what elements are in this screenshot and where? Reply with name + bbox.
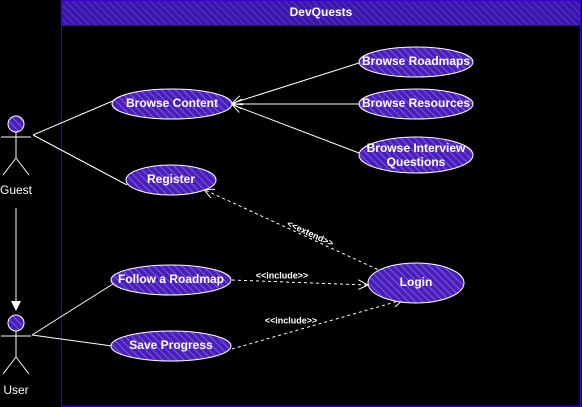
guest-register-association [32,134,128,186]
actor-right-leg [15,356,30,375]
system-title-bar [60,0,582,27]
use-case-login[interactable]: Login [367,262,465,304]
include-follow-relation [231,279,367,285]
system-boundary: DevQuests [60,0,582,407]
actor-guest[interactable] [1,115,31,176]
use-case-label: Browse Content [126,96,218,110]
extend-label: <<extend>> [285,218,335,248]
guest-browse-content-association [32,99,116,136]
use-case-label: Login [400,275,433,289]
use-case-label: Register [147,172,195,186]
use-case-label: Browse Roadmaps [362,54,470,68]
actor-left-leg [2,356,17,375]
use-case-browse-roadmaps[interactable]: Browse Roadmaps [358,46,474,78]
use-case-browse-resources[interactable]: Browse Resources [358,88,474,120]
roadmaps-generalization [233,62,360,103]
user-follow-roadmap-association [31,281,117,336]
include-follow-label: <<include>> [256,270,309,280]
use-case-browse-content[interactable]: Browse Content [111,88,233,120]
system-title: DevQuests [290,5,353,19]
use-case-label-line1: Browse Interview [367,141,466,155]
associations [31,99,128,347]
use-case-label: Save Progress [129,338,213,352]
use-case-label-line2: Questions [387,155,446,169]
use-case-browse-interview-questions[interactable]: Browse Interview Questions [358,136,474,174]
user-save-progress-association [31,334,113,347]
dashed-relations [205,190,402,350]
use-case-label: Follow a Roadmap [118,272,224,286]
use-case-save-progress[interactable]: Save Progress [110,330,232,362]
include-save-label: <<include>> [265,315,318,325]
actor-head [7,115,25,133]
interview-questions-generalization [233,105,360,154]
extend-relation [205,190,384,273]
actor-user-label: User [3,383,28,397]
browse-generalizations [233,62,360,154]
use-case-follow-roadmap[interactable]: Follow a Roadmap [110,264,232,296]
actor-guest-label: Guest [0,183,33,197]
use-case-register[interactable]: Register [125,164,217,196]
use-case-label: Browse Resources [362,96,470,110]
actor-user[interactable] [1,314,31,375]
actor-left-leg [2,157,17,176]
actor-head [7,314,25,332]
actor-right-leg [15,157,30,176]
